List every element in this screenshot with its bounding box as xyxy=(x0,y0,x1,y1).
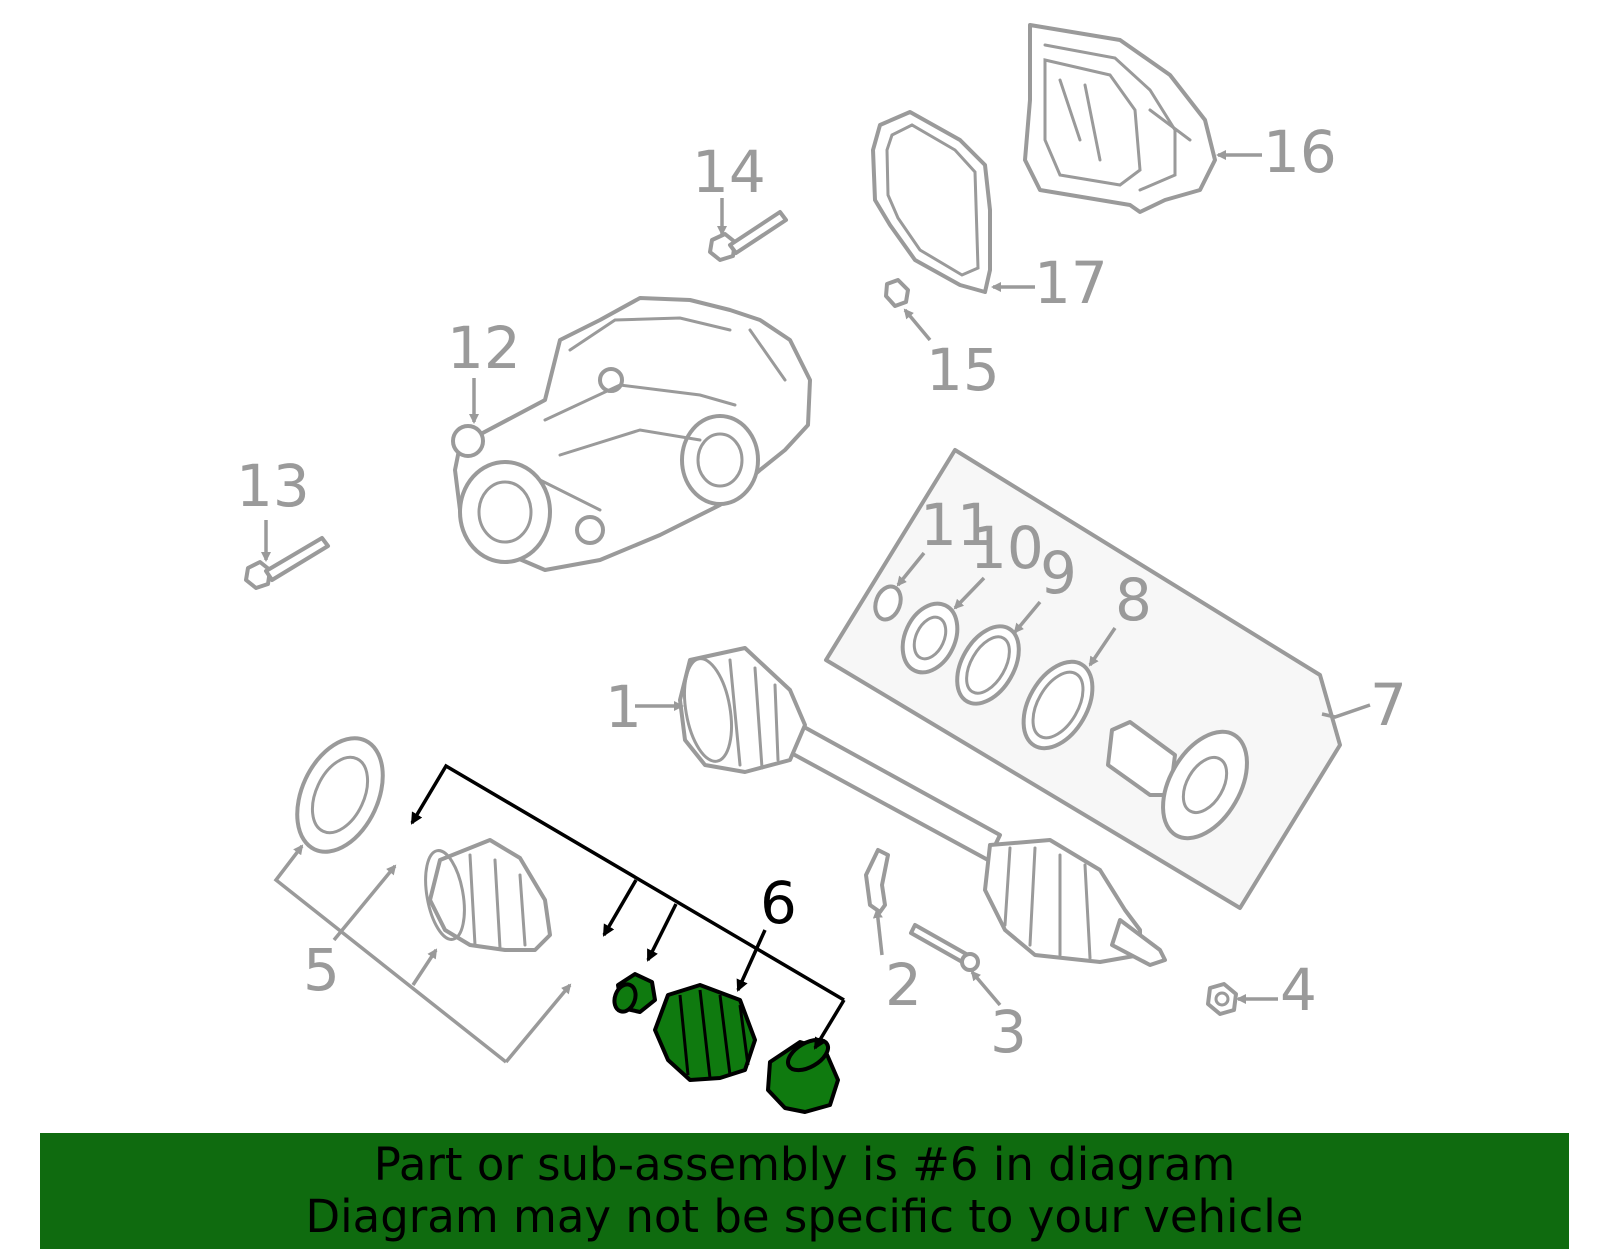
part-2-bracket xyxy=(864,848,890,914)
callout-9: 9 xyxy=(1040,539,1077,607)
callout-2: 2 xyxy=(885,951,922,1019)
part-5-boot-kit xyxy=(295,736,552,952)
info-banner: Part or sub-assembly is #6 in diagram Di… xyxy=(40,1133,1569,1249)
part-7-output-flange xyxy=(1106,720,1249,841)
callout-14: 14 xyxy=(692,138,766,206)
callout-5: 5 xyxy=(303,936,340,1004)
part-16-differential-cover xyxy=(1023,23,1217,214)
callout-13: 13 xyxy=(236,452,310,520)
callout-15: 15 xyxy=(926,336,1000,404)
leader-lines-part-6 xyxy=(410,763,846,1050)
callout-11: 11 xyxy=(920,491,994,559)
part-8-ring xyxy=(1021,659,1095,751)
banner-line-part-number: Part or sub-assembly is #6 in diagram xyxy=(373,1138,1236,1191)
part-6-boot-kit-highlighted xyxy=(612,972,840,1114)
callout-12: 12 xyxy=(447,314,521,382)
part-17-gasket xyxy=(871,110,992,294)
part-9-ring xyxy=(955,624,1021,706)
callout-7: 7 xyxy=(1370,671,1407,739)
part-10-seal xyxy=(900,601,960,675)
banner-line-disclaimer: Diagram may not be specific to your vehi… xyxy=(305,1190,1304,1243)
part-11-o-ring xyxy=(873,584,903,622)
callout-labels: 1 2 3 4 5 6 7 8 9 10 11 12 13 14 15 16 1… xyxy=(236,118,1407,1066)
part-13-bolt xyxy=(244,536,330,590)
part-1-axle-shaft xyxy=(678,646,1167,967)
part-4-nut xyxy=(1206,982,1238,1016)
part-3-bolt xyxy=(909,923,980,972)
callout-1: 1 xyxy=(605,673,642,741)
leader-lines xyxy=(261,150,1371,1064)
callout-4: 4 xyxy=(1280,956,1317,1024)
callout-6: 6 xyxy=(760,869,797,937)
callout-16: 16 xyxy=(1263,118,1337,186)
callout-8: 8 xyxy=(1115,566,1152,634)
part-12-differential-housing xyxy=(451,296,812,572)
callout-17: 17 xyxy=(1034,249,1108,317)
part-14-bolt xyxy=(708,210,788,262)
callout-10: 10 xyxy=(970,514,1044,582)
callout-3: 3 xyxy=(990,998,1027,1066)
part-15-nut xyxy=(884,278,910,308)
